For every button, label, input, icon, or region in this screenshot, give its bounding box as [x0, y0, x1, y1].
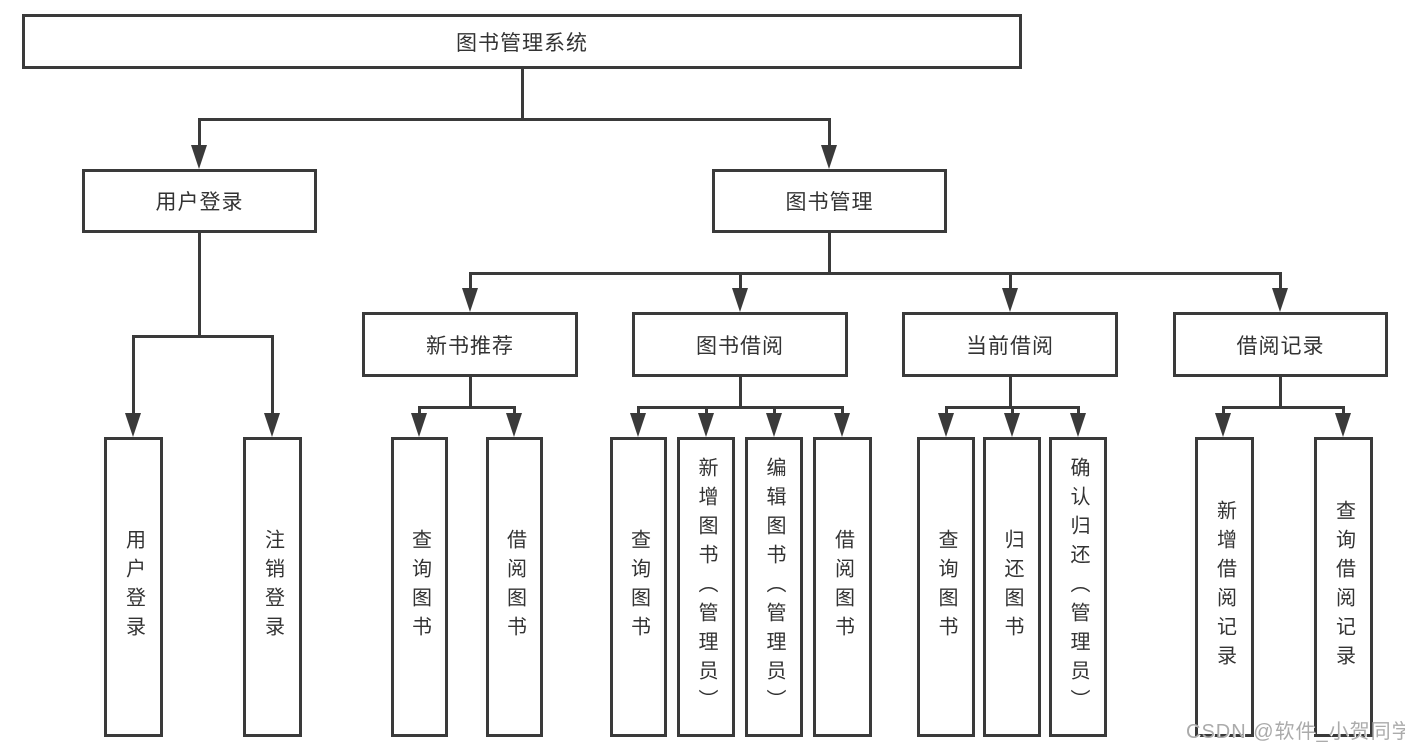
node-user-login: 用户登录	[82, 169, 317, 233]
node-book-management: 图书管理	[712, 169, 947, 233]
connector	[1222, 406, 1225, 416]
node-logout-login: 注销登录	[243, 437, 302, 737]
arrowhead	[1335, 413, 1351, 437]
node-query-borrow-record: 查询借阅记录	[1314, 437, 1373, 737]
node-current-borrowing: 当前借阅	[902, 312, 1118, 377]
node-query-books-borrowing: 查询图书	[610, 437, 667, 737]
arrowhead	[1002, 288, 1018, 312]
arrowhead	[732, 288, 748, 312]
node-borrow-books-recommend: 借阅图书	[486, 437, 543, 737]
connector	[1279, 377, 1282, 409]
connector	[828, 233, 831, 275]
connector	[739, 377, 742, 409]
node-query-books-current: 查询图书	[917, 437, 975, 737]
node-user-login-leaf: 用户登录	[104, 437, 163, 737]
connector	[828, 118, 831, 150]
connector	[1342, 406, 1345, 416]
node-add-borrow-record: 新增借阅记录	[1195, 437, 1254, 737]
connector	[637, 406, 844, 409]
node-library-management-system: 图书管理系统	[22, 14, 1022, 69]
connector	[637, 406, 640, 416]
node-add-book-admin: 新增图书（管理员）	[677, 437, 735, 737]
connector	[521, 69, 524, 119]
node-borrowing-records: 借阅记录	[1173, 312, 1388, 377]
node-borrow-books-borrowing: 借阅图书	[813, 437, 872, 737]
node-new-book-recommendation: 新书推荐	[362, 312, 578, 377]
arrowhead	[698, 413, 714, 437]
node-edit-book-admin: 编辑图书（管理员）	[745, 437, 803, 737]
arrowhead	[411, 413, 427, 437]
connector	[1011, 406, 1014, 416]
arrowhead	[506, 413, 522, 437]
arrowhead	[1215, 413, 1231, 437]
node-query-books-recommend: 查询图书	[391, 437, 448, 737]
connector	[469, 377, 472, 409]
connector	[198, 118, 831, 121]
connector	[271, 335, 274, 415]
arrowhead	[821, 145, 837, 169]
watermark: CSDN @软件_小贺同学	[1186, 721, 1405, 743]
node-book-borrowing: 图书借阅	[632, 312, 848, 377]
connector	[1009, 377, 1012, 409]
arrowhead	[938, 413, 954, 437]
arrowhead	[1070, 413, 1086, 437]
connector	[198, 233, 201, 337]
connector	[1222, 406, 1345, 409]
connector	[739, 272, 742, 290]
node-confirm-return-admin: 确认归还（管理员）	[1049, 437, 1107, 737]
arrowhead	[1272, 288, 1288, 312]
connector	[841, 406, 844, 416]
arrowhead	[766, 413, 782, 437]
connector	[469, 272, 472, 290]
arrowhead	[125, 413, 141, 437]
connector	[1009, 272, 1012, 290]
connector	[418, 406, 421, 416]
arrowhead	[191, 145, 207, 169]
connector	[513, 406, 516, 416]
arrowhead	[834, 413, 850, 437]
connector	[1077, 406, 1080, 416]
connector	[1279, 272, 1282, 290]
connector	[945, 406, 948, 416]
connector	[773, 406, 776, 416]
arrowhead	[630, 413, 646, 437]
arrowhead	[462, 288, 478, 312]
connector	[132, 335, 274, 338]
connector	[705, 406, 708, 416]
connector	[132, 335, 135, 415]
connector	[198, 118, 201, 150]
connector	[418, 406, 516, 409]
arrowhead	[1004, 413, 1020, 437]
connector	[469, 272, 1282, 275]
node-return-book: 归还图书	[983, 437, 1041, 737]
arrowhead	[264, 413, 280, 437]
